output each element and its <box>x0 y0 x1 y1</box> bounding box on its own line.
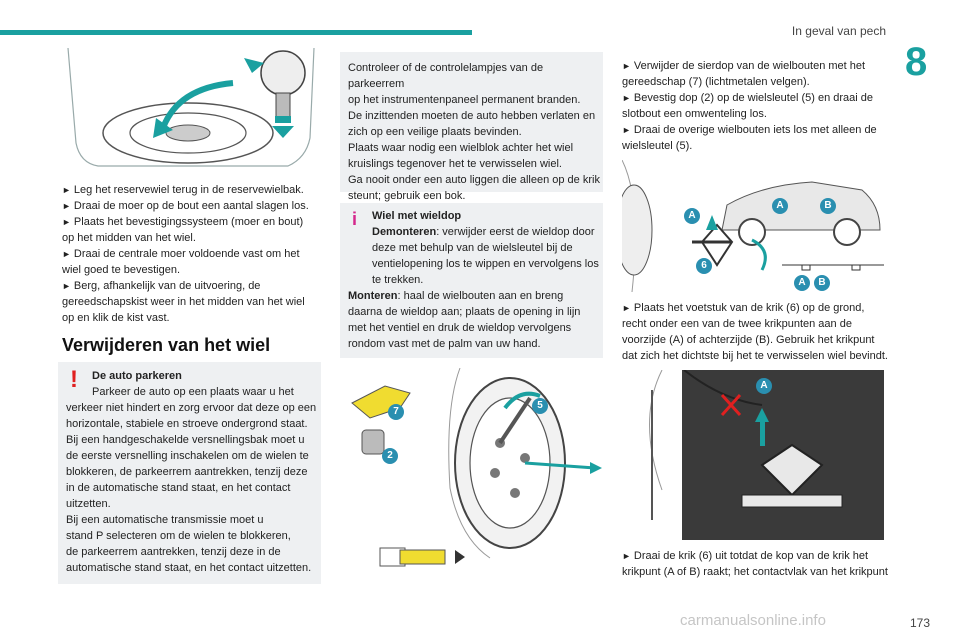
step-item: ►Berg, afhankelijk van de uitvoering, de… <box>62 280 305 324</box>
warning-box: ! De auto parkeren Parkeer de auto op ee… <box>58 362 321 584</box>
label-badge: 7 <box>388 404 404 420</box>
watermark: carmanualsonline.info <box>680 612 826 629</box>
page-number: 173 <box>910 616 931 630</box>
right-step-mid: ►Plaats het voetstuk van de krik (6) op … <box>622 300 890 364</box>
spare-wheel-illustration <box>58 48 320 168</box>
wheel-bolts-illustration: 7 2 5 <box>340 368 603 580</box>
control-box: Controleer of de controlelampjes van de … <box>340 52 603 202</box>
step-item: ►Draai de centrale moer voldoende vast o… <box>62 248 300 276</box>
label-badge: B <box>820 198 836 214</box>
label-badge: A <box>772 198 788 214</box>
section-heading: Verwijderen van het wiel <box>62 335 271 355</box>
jack-points-illustration: A B A 6 A B <box>622 160 885 292</box>
chapter-number: 8 <box>905 40 928 84</box>
info-title: Wiel met wieldop <box>372 210 462 222</box>
section-title: In geval van pech <box>791 24 886 38</box>
warning-title: De auto parkeren <box>92 370 182 382</box>
label-badge: A <box>684 208 700 224</box>
step-item: ►Plaats het bevestigingssysteem (moer en… <box>62 216 304 244</box>
label-badge: A <box>756 378 772 394</box>
step-item: ►Bevestig dop (2) op de wielsleutel (5) … <box>622 92 874 120</box>
label-badge: 5 <box>532 398 548 414</box>
left-steps: ►Leg het reservewiel terug in de reserve… <box>62 182 317 326</box>
warning-exclamation-icon: ! <box>70 366 78 393</box>
info-icon: i <box>352 209 358 229</box>
info-box: i Wiel met wieldop Demonteren: verwijder… <box>340 203 603 358</box>
header-accent-bar <box>0 30 472 35</box>
label-badge: A <box>794 275 810 291</box>
step-item: ►Verwijder de sierdop van de wielbouten … <box>622 60 866 88</box>
label-badge: B <box>814 275 830 291</box>
right-steps-top: ►Verwijder de sierdop van de wielbouten … <box>622 58 890 154</box>
step-item: ►Draai de overige wielbouten iets los me… <box>622 124 877 152</box>
step-item: ►Plaats het voetstuk van de krik (6) op … <box>622 302 888 362</box>
label-badge: 6 <box>696 258 712 274</box>
step-item: ►Draai de krik (6) uit totdat de kop van… <box>622 550 888 578</box>
jack-under-car-illustration: A <box>622 370 884 540</box>
step-item: ►Leg het reservewiel terug in de reserve… <box>62 184 304 196</box>
label-badge: 2 <box>382 448 398 464</box>
step-item: ►Draai de moer op de bout een aantal sla… <box>62 200 309 212</box>
right-step-bottom: ►Draai de krik (6) uit totdat de kop van… <box>622 548 890 580</box>
